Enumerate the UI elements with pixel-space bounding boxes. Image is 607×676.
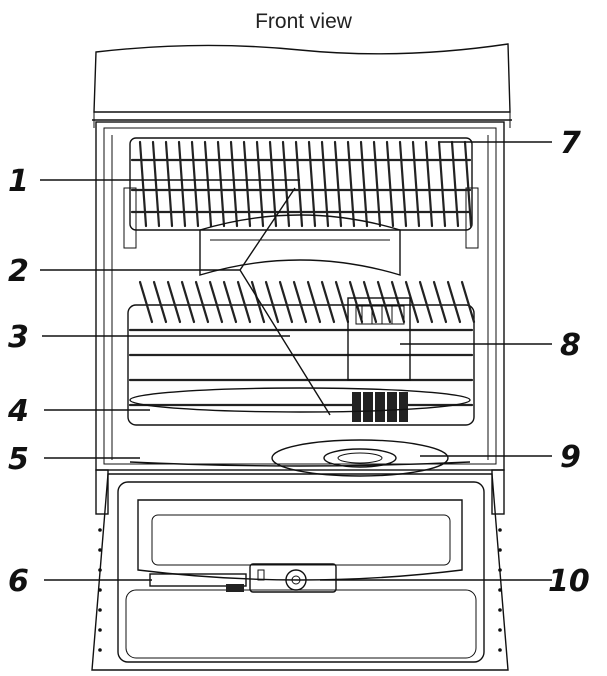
door-screw	[498, 588, 502, 592]
callout-10: 10	[548, 564, 590, 599]
lower-basket-tine	[334, 280, 350, 324]
door-screw	[98, 628, 102, 632]
upper-basket-tine	[320, 140, 330, 228]
upper-basket-tine	[463, 140, 473, 228]
door	[91, 473, 509, 671]
lower-basket	[127, 280, 476, 426]
door-screw	[98, 528, 102, 532]
cutlery-basket	[347, 297, 411, 422]
door-screw	[98, 568, 102, 572]
lower-basket-tine	[152, 280, 168, 324]
upper-basket-tine	[450, 140, 460, 228]
door-screw	[498, 548, 502, 552]
upper-basket-tine	[255, 140, 265, 228]
upper-basket-tine	[242, 140, 252, 228]
upper-basket-tine	[268, 140, 278, 228]
upper-basket-tine	[307, 140, 317, 228]
upper-spray-arm	[199, 214, 401, 276]
upper-basket-tine	[281, 140, 291, 228]
door-screw	[498, 628, 502, 632]
lower-basket-tine	[180, 280, 196, 324]
filter-sump	[271, 439, 449, 477]
upper-basket-tine	[177, 140, 187, 228]
upper-basket-tine	[411, 140, 421, 228]
upper-basket-tine	[385, 140, 395, 228]
upper-basket-tine	[359, 140, 369, 228]
upper-basket	[129, 137, 473, 231]
lower-basket-tine	[222, 280, 238, 324]
callout-6: 6	[8, 564, 29, 599]
lower-basket-tine	[404, 280, 420, 324]
callout-1: 1	[8, 164, 29, 199]
upper-basket-tine	[229, 140, 239, 228]
detergent-dispenser	[249, 563, 337, 593]
upper-basket-tine	[294, 140, 304, 228]
lower-basket-tine	[166, 280, 182, 324]
callout-7: 7	[560, 126, 581, 161]
lower-basket-tine	[306, 280, 322, 324]
door-screw	[498, 648, 502, 652]
door-screw	[98, 548, 102, 552]
lower-basket-tine	[264, 280, 280, 324]
lower-basket-tine	[376, 280, 392, 324]
upper-basket-tine	[216, 140, 226, 228]
lower-basket-tine	[446, 280, 462, 324]
callout-4: 4	[7, 394, 29, 429]
upper-basket-tine	[190, 140, 200, 228]
callout-8: 8	[560, 328, 581, 363]
callout-9: 9	[560, 440, 581, 475]
callout-5: 5	[8, 442, 29, 477]
lower-basket-tine	[432, 280, 448, 324]
lower-basket-tine	[208, 280, 224, 324]
door-screw	[498, 608, 502, 612]
lower-basket-tine	[390, 280, 406, 324]
lower-basket-tine	[250, 280, 266, 324]
lower-basket-tine	[236, 280, 252, 324]
lower-basket-tine	[292, 280, 308, 324]
upper-basket-tine	[398, 140, 408, 228]
upper-basket-tine	[424, 140, 434, 228]
door-screw	[498, 568, 502, 572]
upper-basket-tine	[151, 140, 161, 228]
cabinet-frame	[95, 121, 505, 471]
door-screw	[98, 588, 102, 592]
top-panel	[93, 43, 511, 113]
upper-basket-tine	[346, 140, 356, 228]
lower-basket-tine	[460, 280, 476, 324]
lower-basket-tine	[278, 280, 294, 324]
door-screw	[98, 648, 102, 652]
upper-basket-tine	[164, 140, 174, 228]
upper-basket-tine	[138, 140, 148, 228]
callout-3: 3	[8, 320, 29, 355]
lower-basket-tine	[418, 280, 434, 324]
upper-basket-tine	[333, 140, 343, 228]
callout-2: 2	[8, 254, 29, 289]
lower-basket-tine	[348, 280, 364, 324]
leader-line-2	[40, 187, 331, 416]
door-screw	[98, 608, 102, 612]
lower-basket-tine	[362, 280, 378, 324]
lower-spray-arm	[129, 387, 471, 413]
door-screw	[498, 528, 502, 532]
upper-basket-tine	[372, 140, 382, 228]
lower-basket-tine	[194, 280, 210, 324]
diagram-title: Front view	[255, 10, 352, 33]
lower-basket-tine	[320, 280, 336, 324]
upper-basket-tine	[437, 140, 447, 228]
lower-basket-tine	[138, 280, 154, 324]
upper-basket-tine	[203, 140, 213, 228]
